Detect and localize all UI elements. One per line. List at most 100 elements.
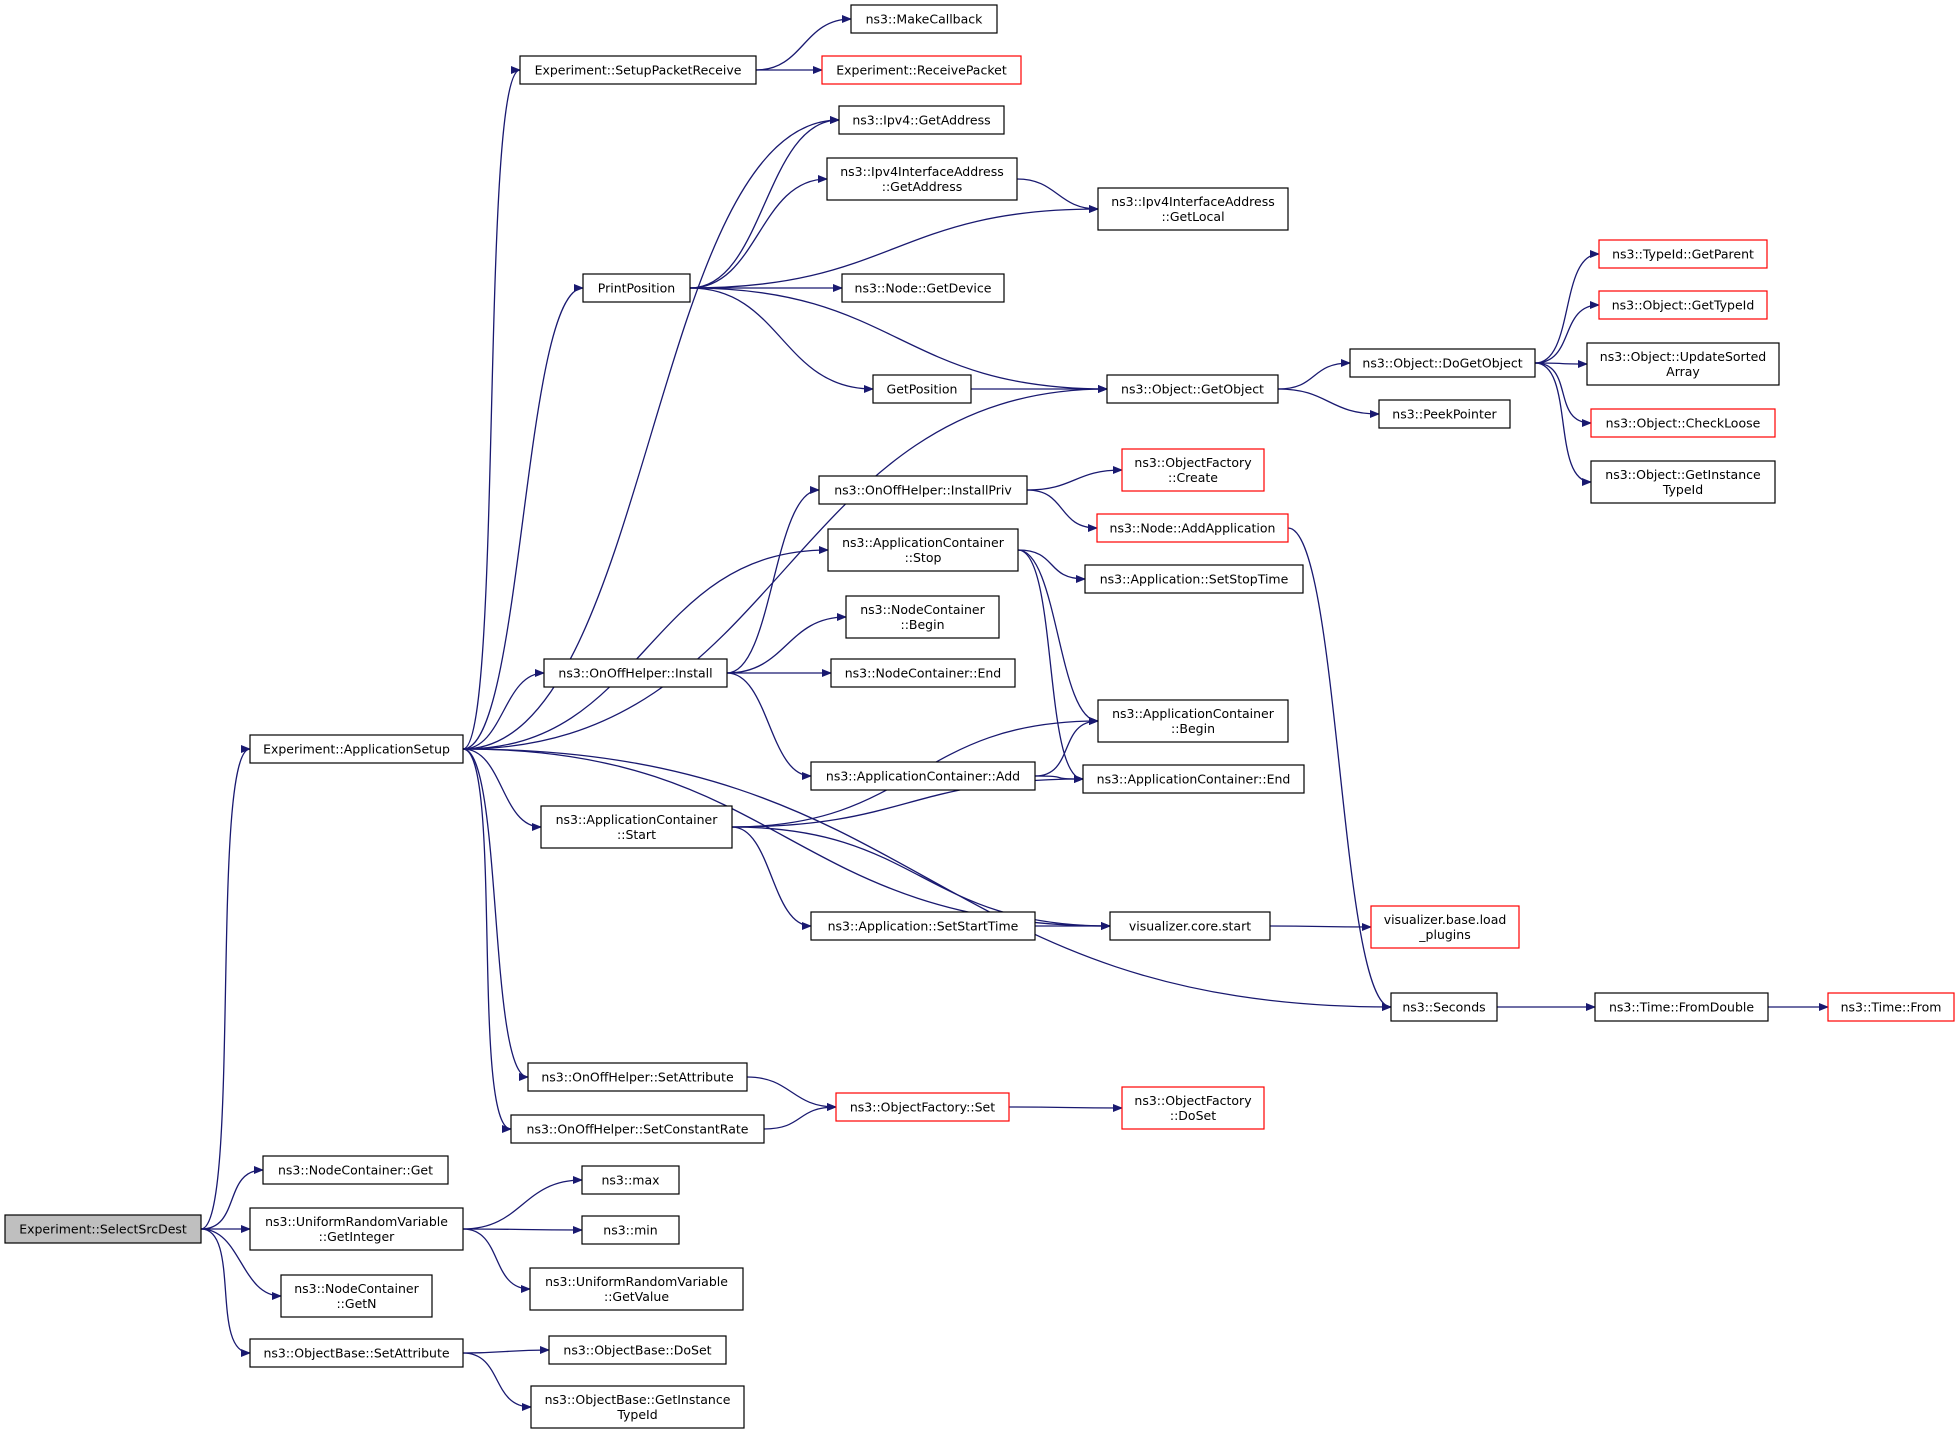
node-object-factory-create[interactable]: ns3::ObjectFactory::Create (1121, 448, 1265, 492)
node-node-add-application[interactable]: ns3::Node::AddApplication (1096, 513, 1289, 543)
node-node-container-get[interactable]: ns3::NodeContainer::Get (262, 1155, 449, 1185)
node-onoff-install-priv[interactable]: ns3::OnOffHelper::InstallPriv (818, 475, 1028, 505)
node-node-get-device[interactable]: ns3::Node::GetDevice (841, 273, 1005, 303)
node-appcontainer-add[interactable]: ns3::ApplicationContainer::Add (810, 761, 1036, 791)
node-peek-pointer[interactable]: ns3::PeekPointer (1378, 399, 1511, 429)
node-appcontainer-end[interactable]: ns3::ApplicationContainer::End (1082, 764, 1305, 794)
node-app-set-start-time[interactable]: ns3::Application::SetStartTime (810, 911, 1036, 941)
node-object-factory-set[interactable]: ns3::ObjectFactory::Set (835, 1092, 1010, 1122)
node-label: ::Create (1168, 470, 1218, 485)
node-app-set-stop-time[interactable]: ns3::Application::SetStopTime (1084, 564, 1304, 594)
edge-appcontainer_stop-to-appcontainer_begin (1017, 549, 1099, 725)
node-appcontainer-start[interactable]: ns3::ApplicationContainer::Start (540, 805, 733, 849)
node-receive-packet[interactable]: Experiment::ReceivePacket (821, 55, 1022, 85)
node-node-container-end[interactable]: ns3::NodeContainer::End (830, 658, 1016, 688)
node-label: ns3::Node::AddApplication (1110, 521, 1276, 536)
node-label: ::GetValue (604, 1289, 669, 1304)
node-box (872, 374, 972, 404)
node-box (280, 1274, 433, 1318)
edge-object_do_get_object-to-object_get_instance_typeid (1534, 362, 1592, 486)
node-label: ns3::UniformRandomVariable (545, 1274, 728, 1289)
edge-objectbase_set_attribute-to-objectbase_do_set (462, 1346, 550, 1355)
node-appcontainer-begin[interactable]: ns3::ApplicationContainer::Begin (1097, 699, 1289, 743)
node-ns3-seconds[interactable]: ns3::Seconds (1390, 992, 1498, 1022)
node-typeid-get-parent[interactable]: ns3::TypeId::GetParent (1598, 239, 1768, 269)
node-box (529, 1267, 744, 1311)
edge-uniform_get_integer-to-uniform_get_value (462, 1228, 531, 1293)
node-ns3-max[interactable]: ns3::max (581, 1165, 680, 1195)
node-label: ::GetInteger (319, 1229, 396, 1244)
node-label: ::GetN (336, 1296, 376, 1311)
node-box (1598, 239, 1768, 269)
node-ipv4-iface-get-local[interactable]: ns3::Ipv4InterfaceAddress::GetLocal (1097, 187, 1289, 231)
node-label: ::Start (617, 827, 656, 842)
node-objectbase-do-set[interactable]: ns3::ObjectBase::DoSet (548, 1335, 727, 1365)
edge-application_setup-to-appcontainer_start (462, 748, 542, 831)
edge-onoff_set_constant_rate-to-object_factory_set (763, 1103, 837, 1130)
node-box (810, 911, 1036, 941)
node-label: ns3::NodeContainer (860, 602, 985, 617)
node-label: ns3::Application::SetStartTime (828, 919, 1019, 934)
node-setup-packet-receive[interactable]: Experiment::SetupPacketReceive (519, 55, 757, 85)
node-label: ns3::ApplicationContainer (842, 535, 1005, 550)
node-label: ns3::TypeId::GetParent (1612, 247, 1754, 262)
node-ipv4-get-address[interactable]: ns3::Ipv4::GetAddress (838, 105, 1005, 135)
node-label: ns3::ObjectBase::SetAttribute (263, 1346, 449, 1361)
node-get-position[interactable]: GetPosition (872, 374, 972, 404)
node-box (1598, 290, 1768, 320)
node-object-factory-do-set[interactable]: ns3::ObjectFactory::DoSet (1121, 1086, 1265, 1130)
node-uniform-get-value[interactable]: ns3::UniformRandomVariable::GetValue (529, 1267, 744, 1311)
node-time-from-double[interactable]: ns3::Time::FromDouble (1594, 992, 1769, 1022)
node-label: visualizer.base.load (1384, 912, 1507, 927)
node-label: ns3::Object::GetObject (1121, 382, 1264, 397)
node-object-get-typeid[interactable]: ns3::Object::GetTypeId (1598, 290, 1768, 320)
edge-object_do_get_object-to-object_update_sorted_array (1534, 359, 1588, 368)
edge-object_do_get_object-to-object_get_typeid (1534, 301, 1600, 364)
node-node-container-begin[interactable]: ns3::NodeContainer::Begin (845, 595, 1000, 639)
node-object-get-object[interactable]: ns3::Object::GetObject (1106, 374, 1279, 404)
node-label: ns3::OnOffHelper::SetAttribute (541, 1070, 734, 1085)
node-application-setup[interactable]: Experiment::ApplicationSetup (249, 734, 464, 764)
node-label: ns3::ApplicationContainer::End (1097, 772, 1291, 787)
node-box (519, 55, 757, 85)
node-make-callback[interactable]: ns3::MakeCallback (850, 4, 998, 34)
node-print-position[interactable]: PrintPosition (582, 273, 691, 303)
node-label: ns3::ApplicationContainer::Add (826, 769, 1020, 784)
node-time-from[interactable]: ns3::Time::From (1827, 992, 1955, 1022)
node-box (1586, 342, 1780, 386)
node-label: ns3::Seconds (1402, 1000, 1485, 1015)
node-ipv4-iface-get-address[interactable]: ns3::Ipv4InterfaceAddress::GetAddress (826, 157, 1018, 201)
node-label: ns3::MakeCallback (866, 12, 984, 27)
edge-ipv4_iface_get_address-to-ipv4_iface_get_local (1016, 178, 1099, 213)
node-onoff-install[interactable]: ns3::OnOffHelper::Install (543, 658, 728, 688)
node-box (1084, 564, 1304, 594)
node-box (1590, 460, 1776, 504)
node-label: ns3::Object::UpdateSorted (1600, 349, 1766, 364)
node-box (841, 273, 1005, 303)
edge-application_setup-to-onoff_set_constant_rate (462, 748, 512, 1133)
node-onoff-set-constant-rate[interactable]: ns3::OnOffHelper::SetConstantRate (510, 1114, 765, 1144)
node-label: ns3::Object::CheckLoose (1606, 416, 1761, 431)
node-uniform-get-integer[interactable]: ns3::UniformRandomVariable::GetInteger (249, 1207, 464, 1251)
edge-appcontainer_stop-to-app_set_stop_time (1017, 549, 1086, 583)
edge-application_setup-to-setup_packet_receive (462, 66, 521, 750)
node-visualizer-load-plugins[interactable]: visualizer.base.load_plugins (1370, 905, 1520, 949)
node-objectbase-set-attribute[interactable]: ns3::ObjectBase::SetAttribute (249, 1338, 464, 1368)
edge-select_src_dest-to-application_setup (200, 745, 251, 1230)
node-label: Experiment::SetupPacketReceive (535, 63, 742, 78)
edge-onoff_set_attribute-to-object_factory_set (746, 1076, 837, 1111)
node-object-do-get-object[interactable]: ns3::Object::DoGetObject (1349, 348, 1536, 378)
node-box (581, 1165, 680, 1195)
node-onoff-set-attribute[interactable]: ns3::OnOffHelper::SetAttribute (527, 1062, 748, 1092)
node-visualizer-core-start[interactable]: visualizer.core.start (1109, 911, 1271, 941)
node-appcontainer-stop[interactable]: ns3::ApplicationContainer::Stop (827, 528, 1019, 572)
node-label: ns3::Ipv4InterfaceAddress (840, 164, 1004, 179)
node-node-container-getn[interactable]: ns3::NodeContainer::GetN (280, 1274, 433, 1318)
node-select-src-dest[interactable]: Experiment::SelectSrcDest (4, 1214, 202, 1244)
node-ns3-min[interactable]: ns3::min (581, 1215, 680, 1245)
node-box (821, 55, 1022, 85)
node-object-check-loose[interactable]: ns3::Object::CheckLoose (1590, 408, 1776, 438)
